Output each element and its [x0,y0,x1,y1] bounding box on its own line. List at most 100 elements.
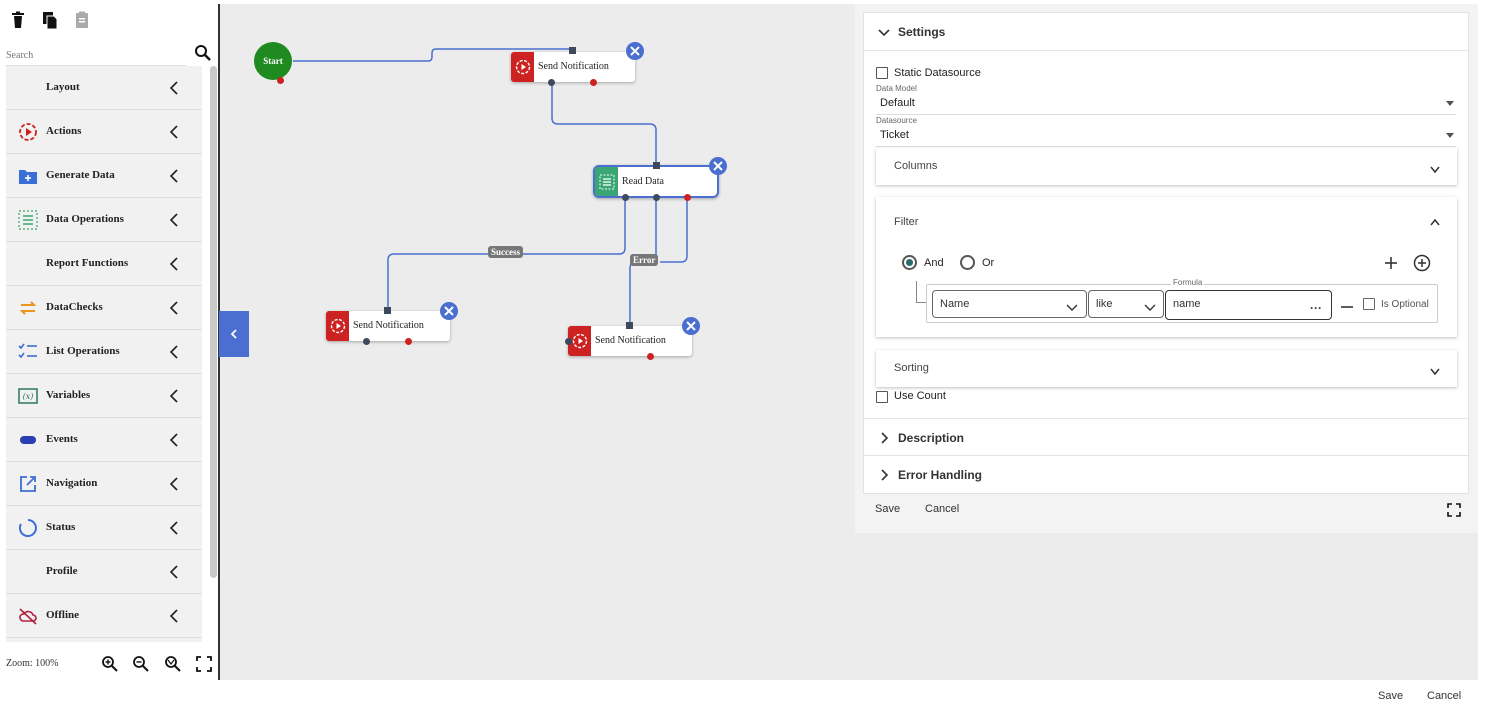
properties-cancel-button[interactable]: Cancel [925,503,960,515]
input-port[interactable] [653,162,660,169]
error-handling-header[interactable]: Error Handling [864,456,1468,494]
send-notification-node-3[interactable]: Send Notification [568,326,692,356]
zoom-in-icon[interactable] [101,655,119,673]
footer-cancel-button[interactable]: Cancel [1427,690,1462,702]
palette-item-events[interactable]: Events [6,418,202,462]
palette-item-datachecks[interactable]: DataChecks [6,286,202,330]
external-link-icon [18,474,38,494]
output-port[interactable] [622,194,629,201]
palette-item-actions[interactable]: Actions [6,110,202,154]
zoom-reset-icon[interactable] [164,655,182,673]
error-port[interactable] [590,79,597,86]
palette-item-status[interactable]: Status [6,506,202,550]
output-port[interactable] [548,79,555,86]
description-header[interactable]: Description [864,418,1468,456]
copy-icon[interactable] [40,10,60,30]
play-circle-icon [326,311,349,341]
chevron-left-icon [168,300,180,316]
input-port[interactable] [569,47,576,54]
palette-item-generate-data[interactable]: Generate Data [6,154,202,198]
checklist-icon [18,342,38,362]
svg-text:(x): (x) [23,392,34,401]
paste-icon[interactable] [72,10,92,30]
chevron-left-icon [168,212,180,228]
fit-screen-icon[interactable] [195,655,213,673]
chevron-left-icon [168,124,180,140]
add-icon[interactable] [1384,256,1398,275]
error-port[interactable] [405,338,412,345]
palette-item-label: Layout [46,81,80,93]
node-label: Send Notification [353,320,424,331]
more-icon[interactable]: ··· [1310,301,1322,315]
delete-node-button[interactable] [682,317,700,335]
filter-operator-select[interactable]: like [1088,290,1164,318]
edge-label-success[interactable]: Success [488,246,523,258]
zoom-out-icon[interactable] [132,655,150,673]
data-model-select[interactable]: Default [876,93,1456,115]
search-input[interactable] [6,42,186,66]
palette-item-data-operations[interactable]: Data Operations [6,198,202,242]
start-node[interactable]: Start [254,42,292,80]
chevron-up-icon[interactable] [1429,215,1441,233]
search-icon[interactable] [194,44,212,62]
delete-icon[interactable] [8,10,28,30]
static-datasource-checkbox[interactable] [876,67,888,79]
send-notification-node-2[interactable]: Send Notification [326,311,450,341]
use-count-label: Use Count [894,390,946,402]
chevron-left-icon [168,168,180,184]
input-port[interactable] [626,322,633,329]
palette-item-label: Actions [46,125,82,137]
start-output-port[interactable] [277,77,284,84]
collapse-palette-button[interactable] [219,311,249,357]
settings-header[interactable]: Settings [864,13,1468,51]
node-label: Read Data [622,176,664,187]
palette-item-more[interactable] [6,638,202,642]
static-datasource-label: Static Datasource [894,67,981,79]
palette-item-label: List Operations [46,345,120,357]
error-port[interactable] [684,194,691,201]
fullscreen-icon[interactable] [1447,503,1461,522]
sorting-section[interactable]: Sorting [876,350,1457,387]
palette-item-label: DataChecks [46,301,103,313]
palette-item-profile[interactable]: Profile [6,550,202,594]
filter-formula-input[interactable]: name ··· [1165,290,1332,320]
read-data-node[interactable]: Read Data [593,165,719,198]
columns-section[interactable]: Columns [876,148,1457,185]
palette-menu: Layout Actions Generate Data Data Operat… [6,66,202,642]
palette-item-navigation[interactable]: Navigation [6,462,202,506]
filter-operator-value: like [1096,298,1113,310]
datasource-select[interactable]: Ticket [876,125,1456,147]
output-port[interactable] [363,338,370,345]
palette-item-offline[interactable]: Offline [6,594,202,638]
delete-node-button[interactable] [626,42,644,60]
error-port[interactable] [647,353,654,360]
is-optional-checkbox[interactable] [1363,298,1375,310]
send-notification-node-1[interactable]: Send Notification [511,52,635,82]
delete-node-button[interactable] [440,302,458,320]
palette-item-label: Report Functions [46,257,129,269]
palette-scrollbar[interactable] [210,66,217,578]
columns-title: Columns [894,160,938,172]
input-port[interactable] [384,307,391,314]
filter-tree-line [916,281,926,303]
output-port[interactable] [653,194,660,201]
palette-item-list-operations[interactable]: List Operations [6,330,202,374]
footer-save-button[interactable]: Save [1378,690,1404,702]
use-count-checkbox[interactable] [876,391,888,403]
palette-item-layout[interactable]: Layout [6,66,202,110]
remove-icon[interactable] [1341,299,1353,317]
add-group-icon[interactable] [1413,254,1431,277]
edge-label-error[interactable]: Error [630,254,659,266]
input-port[interactable] [565,338,572,345]
properties-save-button[interactable]: Save [875,503,901,515]
swap-arrows-icon [18,298,38,318]
or-radio[interactable] [960,255,975,270]
palette-item-label: Profile [46,565,78,577]
palette-item-variables[interactable]: (x) Variables [6,374,202,418]
chevron-left-icon [168,388,180,404]
settings-title: Settings [898,25,946,39]
and-radio[interactable] [902,255,917,270]
delete-node-button[interactable] [709,157,727,175]
palette-item-report-functions[interactable]: Report Functions [6,242,202,286]
filter-field-select[interactable]: Name [932,290,1087,318]
